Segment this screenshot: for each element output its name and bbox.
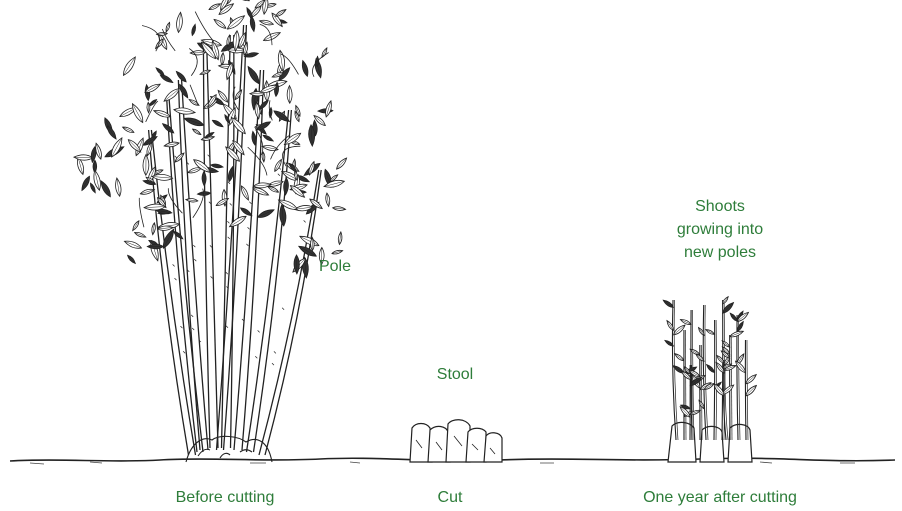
tree-crown	[74, 0, 347, 278]
shoot-leaves	[663, 297, 756, 418]
coppice-tree-icon	[74, 0, 347, 462]
tree-trunks	[149, 25, 322, 455]
label-pole: Pole	[305, 255, 365, 278]
stool-stumps-icon	[410, 420, 502, 462]
caption-cut: Cut	[420, 486, 480, 509]
label-stool: Stool	[420, 363, 490, 386]
label-shoots: Shoots growing into new poles	[650, 195, 790, 264]
caption-before-cutting: Before cutting	[140, 486, 310, 509]
label-shoots-line-2: growing into	[650, 218, 790, 241]
label-shoots-line-3: new poles	[650, 241, 790, 264]
regrowth-shoots-icon	[663, 297, 756, 462]
label-shoots-line-1: Shoots	[650, 195, 790, 218]
caption-one-year-after: One year after cutting	[605, 486, 835, 509]
